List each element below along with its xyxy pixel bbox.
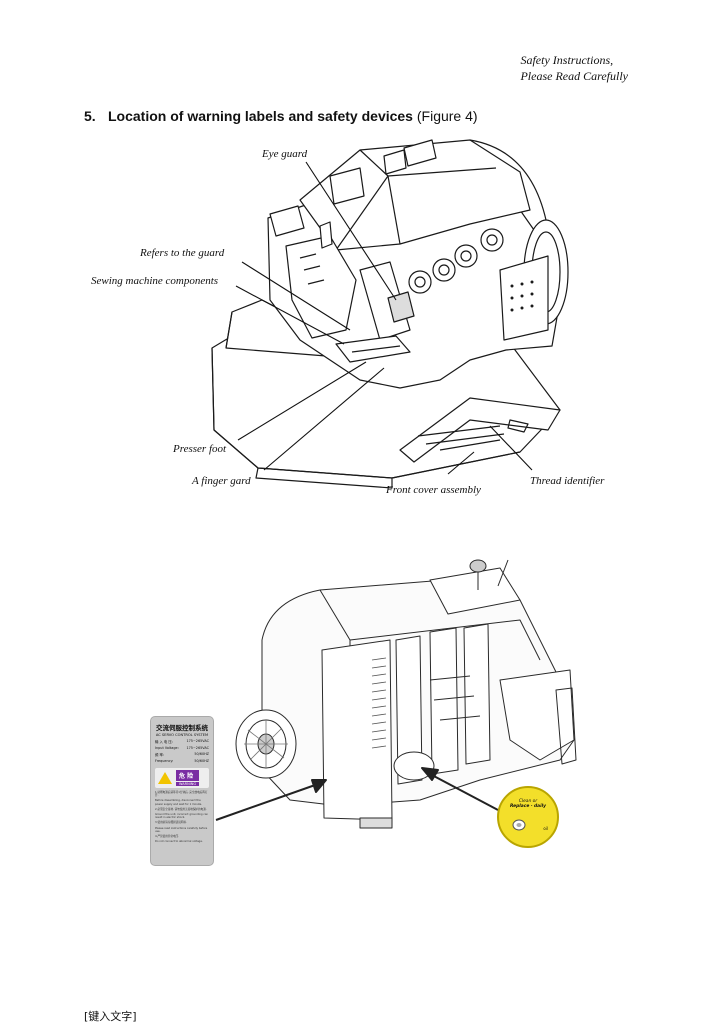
oil-can-icon (512, 819, 526, 831)
label-instruction-text: 2.必须安全接地, 请勿使用无接地保护的电源. (155, 807, 207, 811)
section-heading: 5. Location of warning labels and safety … (84, 108, 478, 124)
label-instruction-text: Do not connect to abnormal voltage. (155, 840, 203, 844)
machine-line-drawing (211, 139, 569, 489)
label-spec-row: 输 入 电 压:175~265VAC (155, 739, 209, 744)
label-instruction-text: Ground the unit, incorrect grounding can… (155, 813, 209, 820)
label-instruction-text: Please read instructions carefully befor… (155, 826, 208, 833)
section-title: Location of warning labels and safety de… (108, 108, 413, 124)
callout-finger-gard: A finger gard (192, 475, 251, 487)
label-instruction-text: 1.切断电源后请等待1分钟后, 完全放电后再打开. (155, 791, 208, 798)
oil-clean-sticker: Clean or Replace · daily oil (497, 786, 559, 848)
label-title-cn: 交流伺服控制系统 (156, 724, 208, 732)
label-danger-block: 危 险 WARNING (155, 768, 209, 788)
sticker-line-3: oil (543, 826, 548, 831)
callout-presser-foot: Presser foot (173, 443, 227, 455)
header-line-1: Safety Instructions, (520, 53, 614, 67)
label-spec-row: Frequency:50/60HZ (155, 759, 209, 763)
callout-front-cover-assembly: Front cover assembly (386, 484, 481, 496)
label-danger-cn: 危 险 (176, 770, 200, 781)
callout-sewing-machine-components: Sewing machine components (91, 275, 219, 287)
figure-reference: (Figure 4) (416, 108, 478, 124)
label-spec-row: Input Voltage:175~265VAC (155, 746, 209, 750)
label-spec-row: 频 率:50/60HZ (155, 752, 209, 757)
sticker-line-2: Replace · daily (509, 804, 547, 809)
label-instruction-text: Before dissembling, disconnect the power… (155, 799, 203, 806)
ac-servo-warning-label: 交流伺服控制系统 AC SERVO CONTROL SYSTEM 输 入 电 压… (150, 716, 214, 866)
label-instruction-text: 4.严禁使用异常电压. (155, 835, 180, 839)
label-danger-en: WARNING (176, 782, 200, 786)
callout-thread-identifier: Thread identifier (530, 475, 605, 487)
sticker-line-1: Clean or (518, 799, 538, 804)
page-footer: [键入文字] (84, 1010, 137, 1023)
callout-eye-guard: Eye guard (262, 148, 308, 160)
label-instruction-text: 3.使用前请仔细阅读说明书. (155, 821, 187, 825)
header-line-2: Please Read Carefully (520, 69, 628, 83)
label-title-en: AC SERVO CONTROL SYSTEM (155, 733, 209, 737)
section-number: 5. (84, 108, 96, 124)
callout-refers-to-guard: Refers to the guard (140, 247, 225, 259)
high-voltage-warning-icon (158, 772, 172, 784)
page-header: Safety Instructions, Please Read Careful… (520, 52, 628, 84)
